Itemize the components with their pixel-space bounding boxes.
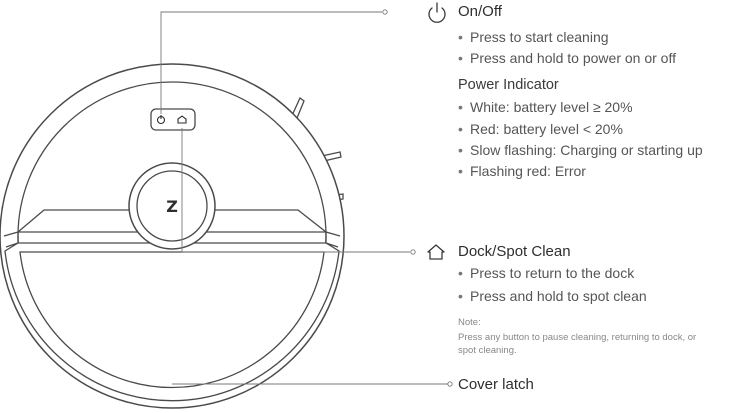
- power-indicator-item-3: Slow flashing: Charging or starting up: [458, 142, 703, 158]
- power-indicator-item-4: Flashing red: Error: [458, 163, 586, 179]
- dock-item-1: Press to return to the dock: [458, 265, 634, 281]
- bin-cover-outline: [19, 251, 325, 389]
- lid-band: [16, 209, 328, 233]
- home-icon: [427, 244, 445, 260]
- button-panel: [150, 108, 196, 131]
- leader-onoff: [160, 11, 382, 114]
- side-brush-arm-middle: [321, 151, 342, 162]
- lds-cover-outer: [128, 162, 216, 250]
- onoff-title: On/Off: [458, 3, 502, 20]
- power-indicator-title: Power Indicator: [458, 77, 559, 93]
- lds-cover-inner: [136, 170, 208, 242]
- leader-dock: [181, 128, 410, 253]
- power-indicator-item-2: Red: battery level < 20%: [458, 121, 623, 137]
- onoff-item-1: Press to start cleaning: [458, 29, 609, 45]
- note-text: Press any button to pause cleaning, retu…: [458, 332, 697, 356]
- power-icon: [428, 2, 446, 23]
- power-indicator-item-1: White: battery level ≥ 20%: [458, 99, 633, 115]
- robot-logo: Z: [166, 197, 178, 216]
- onoff-item-2: Press and hold to power on or off: [458, 50, 676, 66]
- dock-title: Dock/Spot Clean: [458, 243, 571, 260]
- dock-item-2: Press and hold to spot clean: [458, 288, 647, 304]
- bumper-outline: [4, 242, 340, 402]
- home-button: [177, 115, 187, 124]
- cover-latch-title: Cover latch: [458, 376, 534, 393]
- note-label: Note:: [458, 317, 481, 328]
